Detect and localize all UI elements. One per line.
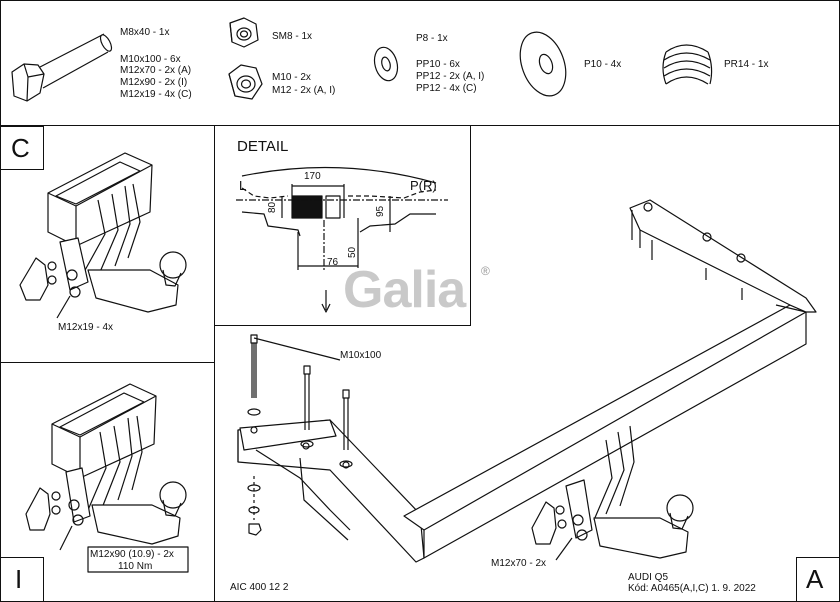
bolt-icon bbox=[339, 389, 353, 468]
panel-c-letter: C bbox=[11, 133, 30, 163]
part-text: PP12 - 4x (C) bbox=[416, 83, 477, 94]
bolt-icon bbox=[247, 334, 261, 416]
part-text: M8x40 - 1x bbox=[120, 27, 170, 38]
part-text: P10 - 4x bbox=[584, 59, 622, 70]
part-code-date: Kód: A0465(A,I,C) 1. 9. 2022 bbox=[628, 583, 756, 594]
panel-i-letter: I bbox=[15, 564, 23, 594]
part-text: M12 - 2x (A, I) bbox=[272, 85, 336, 96]
part-text: M10 - 2x bbox=[272, 72, 311, 83]
divider bbox=[214, 125, 215, 601]
bolt-icon bbox=[11, 33, 113, 102]
part-text: M12x70 - 2x (A) bbox=[120, 65, 192, 76]
large-washer-icon bbox=[519, 31, 567, 97]
nut-icon bbox=[229, 17, 259, 48]
detail-section bbox=[236, 166, 448, 313]
dim-width: 170 bbox=[304, 171, 321, 182]
detail-right-label: P(R) bbox=[410, 178, 437, 193]
registered-mark: ® bbox=[481, 264, 490, 278]
spring-washer-icon bbox=[662, 44, 713, 85]
panel-i-callout-1: M12x90 (10.9) - 2x bbox=[90, 549, 174, 560]
part-text: M10x100 - 6x bbox=[120, 54, 181, 65]
divider bbox=[0, 362, 214, 363]
part-text: SM8 - 1x bbox=[272, 31, 313, 42]
bolts-label: M10x100 bbox=[340, 350, 382, 361]
washer-icon bbox=[373, 46, 399, 82]
panel-c-callout: M12x19 - 4x bbox=[58, 322, 114, 333]
divider bbox=[214, 325, 471, 326]
drawing-code: AIC 400 12 2 bbox=[230, 582, 289, 593]
detail-title: DETAIL bbox=[237, 138, 289, 155]
part-text: PP10 - 6x bbox=[416, 59, 460, 70]
divider bbox=[470, 125, 471, 325]
galia-logo: Galia bbox=[343, 261, 466, 319]
detail-left-label: L bbox=[239, 178, 247, 193]
vehicle-name: AUDI Q5 bbox=[628, 572, 669, 583]
part-text: PR14 - 1x bbox=[724, 59, 769, 70]
divider bbox=[0, 125, 840, 126]
bolt-icon bbox=[300, 365, 314, 448]
hitch-callout: M12x70 - 2x bbox=[491, 558, 547, 569]
part-text: P8 - 1x bbox=[416, 33, 448, 44]
panel-c-hitch bbox=[19, 152, 187, 319]
panel-c-letter-box bbox=[0, 126, 44, 170]
part-text: PP12 - 2x (A, I) bbox=[416, 71, 485, 82]
nut-icon bbox=[228, 64, 263, 100]
part-text: M12x90 - 2x (I) bbox=[120, 77, 188, 88]
part-text: M12x19 - 4x (C) bbox=[120, 89, 192, 100]
dim-offset: 76 bbox=[327, 257, 339, 268]
main-towbar bbox=[237, 199, 817, 563]
panel-i-callout-2: 110 Nm bbox=[118, 561, 153, 572]
panel-i-hitch bbox=[25, 383, 189, 573]
panel-a-letter: A bbox=[806, 564, 824, 594]
